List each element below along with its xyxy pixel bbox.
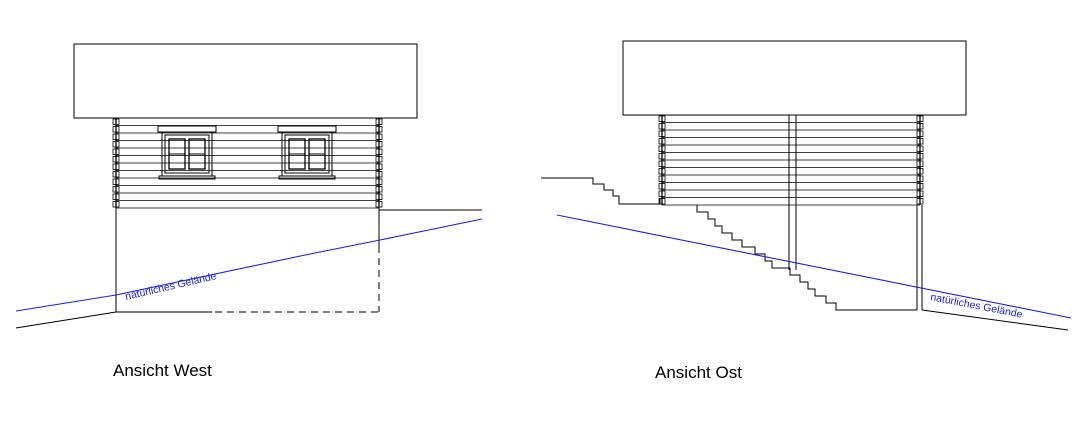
log-end <box>916 138 924 145</box>
log-end <box>375 178 383 185</box>
log-end <box>916 198 924 205</box>
log-end <box>916 153 924 160</box>
log-end <box>375 201 383 208</box>
log-end <box>916 145 924 152</box>
log-end <box>112 126 120 133</box>
west-natural-terrain-line <box>15 218 483 312</box>
log-end <box>658 153 666 160</box>
log-end <box>375 156 383 163</box>
ost-center-post <box>788 115 797 270</box>
west-corner-notches <box>112 118 383 208</box>
log-end <box>658 190 666 197</box>
ost-log-wall <box>661 114 921 206</box>
west-window-right <box>277 125 337 180</box>
window-inner-frame <box>164 134 210 174</box>
log-end <box>375 193 383 200</box>
window-header <box>277 125 337 133</box>
west-terrain-label: natürliches Gelände <box>124 270 218 303</box>
log-end <box>658 175 666 182</box>
log-end <box>658 168 666 175</box>
log-end <box>112 133 120 140</box>
log-end <box>112 118 120 125</box>
log-end <box>658 138 666 145</box>
west-window-left <box>157 125 217 180</box>
window-header <box>157 125 217 133</box>
log-end <box>916 190 924 197</box>
log-end <box>375 148 383 155</box>
window-sill <box>158 175 216 180</box>
log-end <box>658 183 666 190</box>
log-end <box>658 198 666 205</box>
log-end <box>112 178 120 185</box>
ost-ground-line <box>921 309 1069 331</box>
log-end <box>916 130 924 137</box>
ost-roof <box>622 40 967 116</box>
log-end <box>375 186 383 193</box>
log-end <box>658 130 666 137</box>
ost-stairs-upper <box>541 177 661 205</box>
log-end <box>916 115 924 122</box>
log-end <box>112 193 120 200</box>
log-end <box>916 175 924 182</box>
log-end <box>112 163 120 170</box>
west-foundation <box>115 208 482 313</box>
log-end <box>658 145 666 152</box>
ost-terrain-label: natürliches Gelände <box>929 291 1023 321</box>
elevation-west: natürliches Gelände Ansicht West <box>15 43 483 380</box>
log-end <box>916 183 924 190</box>
log-end <box>375 118 383 125</box>
ost-natural-terrain-line <box>556 214 1072 319</box>
west-ground-line <box>15 311 117 329</box>
west-roof <box>73 43 418 119</box>
log-end <box>916 123 924 130</box>
log-end <box>916 168 924 175</box>
log-end <box>112 186 120 193</box>
log-end <box>658 123 666 130</box>
log-end <box>112 141 120 148</box>
window-inner-frame <box>284 134 330 174</box>
west-log-wall <box>115 117 380 209</box>
west-caption: Ansicht West <box>113 361 212 380</box>
log-end <box>658 115 666 122</box>
elevation-ost: natürliches Gelände Ansicht Ost <box>541 40 1072 382</box>
ost-stairs-lower <box>696 205 917 311</box>
ost-caption: Ansicht Ost <box>655 363 742 382</box>
log-end <box>112 156 120 163</box>
log-end <box>375 141 383 148</box>
log-end <box>112 201 120 208</box>
log-end <box>375 171 383 178</box>
log-end <box>375 126 383 133</box>
window-sill <box>278 175 336 180</box>
log-end <box>658 160 666 167</box>
log-end <box>916 160 924 167</box>
log-end <box>375 163 383 170</box>
ost-right-wall <box>916 205 923 310</box>
ost-corner-notches <box>658 115 924 205</box>
log-end <box>112 148 120 155</box>
log-end <box>375 133 383 140</box>
log-end <box>112 171 120 178</box>
